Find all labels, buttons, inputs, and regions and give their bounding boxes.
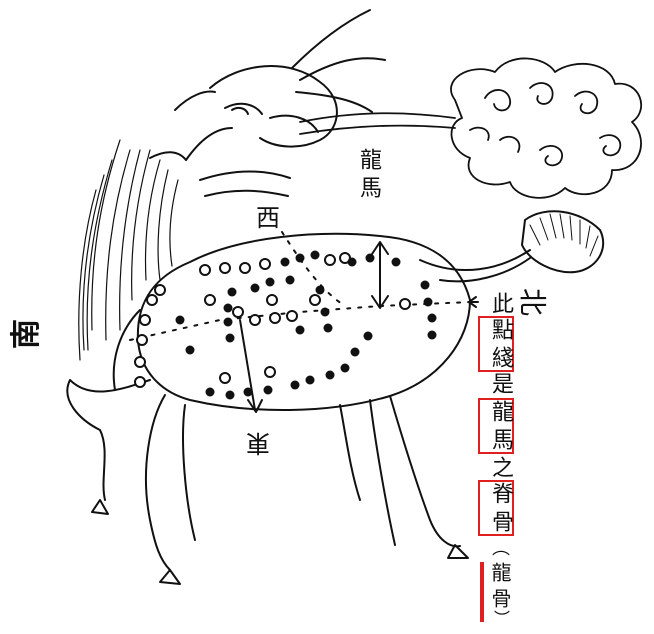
tail-tuft — [529, 213, 599, 257]
highlight-bar — [480, 562, 484, 622]
side-text-9: ） — [491, 610, 510, 632]
label-south: 南 — [9, 319, 44, 349]
label-north: 北 — [516, 287, 550, 317]
east-arrow — [239, 319, 256, 411]
side-text-7: （ — [489, 538, 510, 562]
label-dragon-horse: 龍馬 — [356, 148, 381, 204]
dragon-head — [149, 9, 386, 197]
side-text-5: 之 — [488, 456, 513, 484]
side-text-8: 龍骨 — [488, 562, 512, 614]
side-text-2: 點綫 — [488, 318, 513, 374]
label-west: 西 — [256, 204, 280, 232]
filled-dots — [175, 250, 437, 400]
hollow-dots — [134, 252, 411, 388]
side-text-3: 是 — [488, 372, 513, 400]
horse-body — [66, 210, 605, 585]
dragon-mane — [78, 139, 179, 361]
west-dotted-line — [281, 231, 346, 307]
side-text-6: 脊骨 — [488, 482, 513, 538]
label-east: 東 — [246, 429, 270, 457]
side-text-1: 此 — [488, 292, 513, 320]
side-text-4: 龍馬 — [488, 400, 513, 456]
highlight-box-2 — [478, 398, 514, 454]
cloud-breath — [299, 57, 643, 199]
highlight-box-1 — [478, 316, 514, 372]
highlight-box-3 — [478, 480, 514, 536]
